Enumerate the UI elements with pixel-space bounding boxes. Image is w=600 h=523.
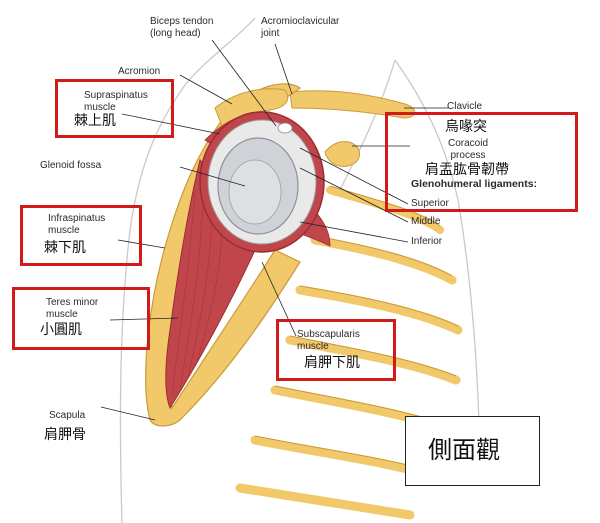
scapula-label-zh: 肩胛骨 [44, 427, 86, 443]
acromion-label: Acromion [118, 66, 161, 77]
middle-ligament-label: Middle [411, 216, 441, 227]
biceps-tendon-origin [277, 122, 293, 134]
glenohumeral-label: Glenohumeral ligaments: [411, 178, 538, 190]
glenoid-fossa-label: Glenoid fossa [40, 160, 102, 171]
supraspinatus-label-zh: 棘上肌 [74, 113, 116, 129]
view-title: 側面觀 [428, 436, 500, 464]
teres-minor-highlight-box [12, 287, 150, 350]
infraspinatus-label-zh: 棘下肌 [44, 240, 86, 256]
clavicle-label: Clavicle [447, 101, 483, 112]
glenoid-inner [228, 159, 282, 225]
teres-minor-label-zh: 小圓肌 [40, 322, 82, 338]
body-outline [119, 17, 481, 523]
glenohumeral-highlight-box [385, 112, 578, 212]
muscle-fibers [171, 189, 223, 396]
infraspinatus-highlight-box [20, 205, 142, 266]
inferior-ligament-label: Inferior [411, 236, 443, 247]
coracoid-label-zh: 烏喙突 [445, 119, 487, 135]
subscapularis-label-zh: 肩胛下肌 [304, 355, 360, 371]
superior-ligament-label: Superior [411, 198, 449, 209]
glenohumeral-label-zh: 肩盂肱骨韌帶 [425, 162, 509, 178]
subscapularis-highlight-box [276, 319, 396, 381]
coracoid-bone [324, 141, 360, 167]
leader-lines [100, 39, 448, 421]
supraspinatus-highlight-box [55, 79, 174, 138]
biceps-tendon-label: Biceps tendon(long head) [150, 16, 214, 39]
view-title-box [405, 416, 540, 486]
scapula-label: Scapula [49, 410, 86, 421]
